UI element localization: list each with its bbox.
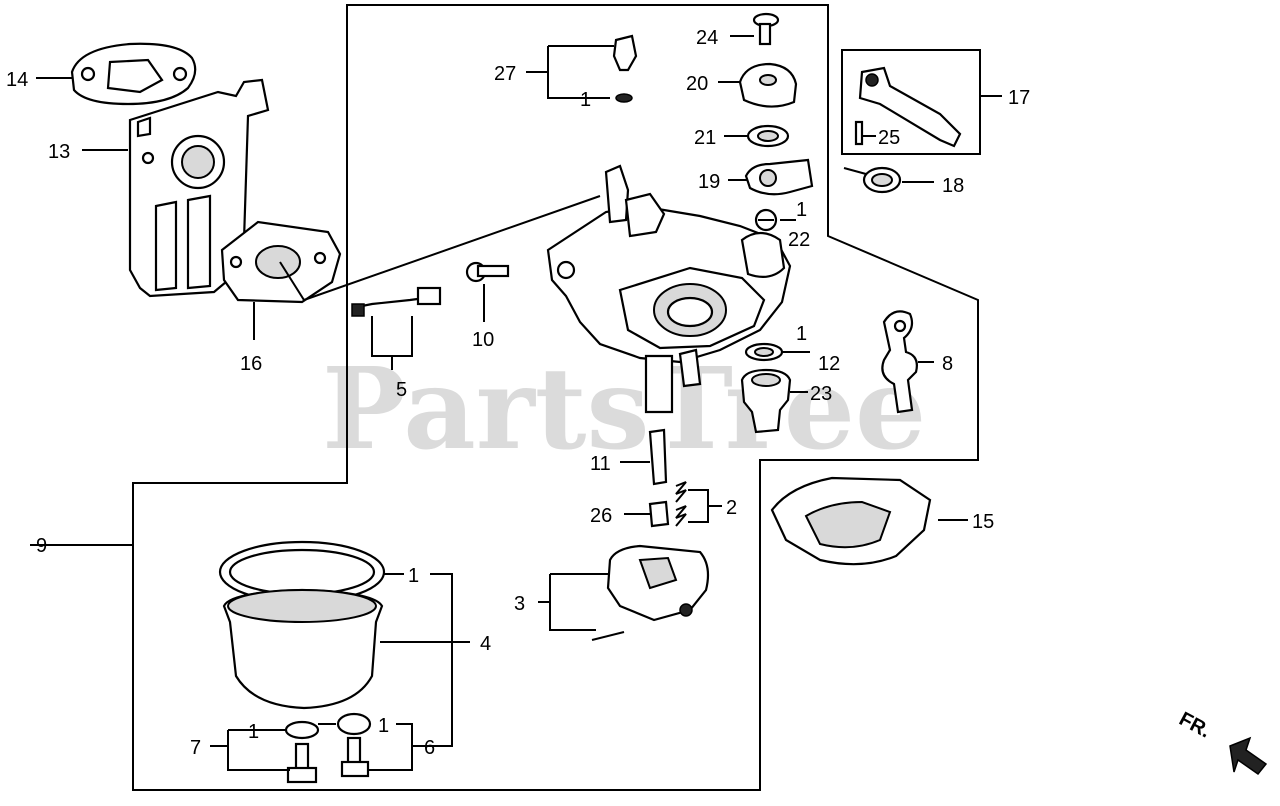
carburetor-body <box>546 164 792 414</box>
callout-5: 5 <box>396 379 407 401</box>
callout-27: 27 <box>494 63 516 85</box>
part-14-gasket <box>70 42 197 106</box>
callout-7: 7 <box>190 737 201 759</box>
part-5-pilot-screw <box>351 286 442 357</box>
part-17-choke-lever <box>858 66 962 148</box>
part-8-lever <box>881 310 918 414</box>
part-24-screw <box>752 12 780 46</box>
callout-23: 23 <box>810 383 832 405</box>
front-direction-label: FR. <box>1175 708 1214 743</box>
callout-labels: 14 13 16 5 10 27 1 24 20 21 19 1 22 17 2… <box>6 27 1030 759</box>
watermark: PartsTree <box>322 344 926 475</box>
assembly-boundary <box>132 4 979 791</box>
callout-22: 22 <box>788 229 810 251</box>
part-2-spring <box>675 481 687 527</box>
callout-18: 18 <box>942 175 964 197</box>
callout-12: 12 <box>818 353 840 375</box>
callout-17: 17 <box>1008 87 1030 109</box>
callout-6: 6 <box>424 737 435 759</box>
callout-25: 25 <box>878 127 900 149</box>
part-1-drain-washer <box>284 712 372 740</box>
part-12-washer <box>744 342 784 362</box>
part-21-o-ring <box>746 124 790 148</box>
leader-lines <box>30 35 1002 771</box>
part-15-gasket <box>770 476 932 566</box>
callout-26: 26 <box>590 505 612 527</box>
callout-1-screw: 1 <box>378 715 389 737</box>
part-19-holder <box>744 158 814 196</box>
part-20-cover <box>738 62 798 108</box>
callout-19: 19 <box>698 171 720 193</box>
part-18-spring <box>843 166 902 194</box>
callout-16: 16 <box>240 353 262 375</box>
part-6-drain-screw <box>340 736 370 778</box>
part-25-pin <box>854 120 864 146</box>
callout-20: 20 <box>686 73 708 95</box>
callout-4: 4 <box>480 633 491 655</box>
callout-3: 3 <box>514 593 525 615</box>
callout-14: 14 <box>6 69 28 91</box>
callout-21: 21 <box>694 127 716 149</box>
part-26-jet <box>648 500 670 528</box>
callout-1-float-valve: 1 <box>580 89 591 111</box>
part-27-float-valve <box>612 34 638 103</box>
callout-1-bowl-ring: 1 <box>408 565 419 587</box>
callout-15: 15 <box>972 511 994 533</box>
part-3-float <box>591 544 710 641</box>
callout-9: 9 <box>36 535 47 557</box>
part-10-throttle-stop-screw <box>465 261 510 318</box>
callout-1-drain: 1 <box>248 721 259 743</box>
front-direction-arrow <box>1229 736 1268 776</box>
part-22-washer <box>754 208 778 232</box>
callout-10: 10 <box>472 329 494 351</box>
callout-2: 2 <box>726 497 737 519</box>
callout-11: 11 <box>590 453 611 475</box>
leader-16-carb <box>279 195 601 302</box>
callout-8: 8 <box>942 353 953 375</box>
choke-lever-box <box>841 49 981 155</box>
callout-1-washer: 1 <box>796 199 807 221</box>
callout-1-washer-12: 1 <box>796 323 807 345</box>
callout-13: 13 <box>48 141 70 163</box>
part-7-drain-bolt <box>286 742 318 784</box>
part-23-nozzle <box>740 368 792 434</box>
part-4-float-chamber <box>222 588 384 710</box>
callout-24: 24 <box>696 27 718 49</box>
part-1-bowl-o-ring <box>218 540 386 604</box>
part-11-main-jet <box>648 428 668 486</box>
